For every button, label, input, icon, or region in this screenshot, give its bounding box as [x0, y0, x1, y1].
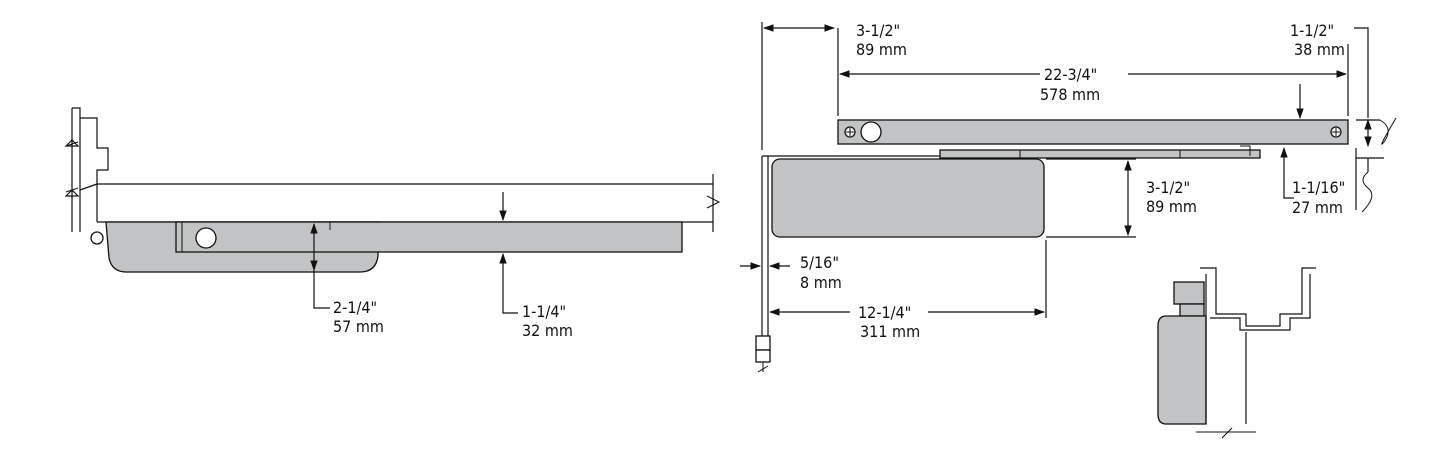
hinge-knuckle: [755, 335, 771, 351]
door-section: [1205, 316, 1247, 424]
door-edge: [761, 155, 942, 338]
dim-closer-depth-metric: 89 mm: [1146, 197, 1197, 216]
top-closer-body: [771, 158, 1045, 238]
dim-arm-offset-metric: 27 mm: [1292, 198, 1343, 217]
dim-arm-offset-leader: [1283, 190, 1294, 199]
dim-track-height-imperial: 1-1/4": [522, 302, 566, 321]
arm-detail: [1019, 145, 1251, 158]
bracket-stem: [1179, 303, 1205, 317]
hinge-base: [755, 349, 771, 363]
hinge-break: [757, 362, 769, 373]
frame-profile: [64, 107, 109, 232]
dim-track-height-metric: 32 mm: [522, 321, 573, 340]
dim-hinge-gap-imperial: 5/16": [800, 253, 839, 272]
dim-closer-depth-imperial: 3-1/2": [1146, 178, 1190, 197]
door-break-mark: [706, 195, 721, 209]
dim-closer-length-metric: 311 mm: [860, 322, 920, 341]
dim-track-length-metric: 578 mm: [1040, 85, 1100, 104]
arm-track: [175, 221, 683, 253]
track-screw-right-cross: [1332, 128, 1340, 136]
door-section-break: [1196, 427, 1256, 439]
dim-track-height-leader: [502, 282, 518, 314]
dim-right-offset-leader: [1354, 27, 1369, 118]
dim-left-offset-metric: 89 mm: [856, 40, 907, 59]
side-view: 2-1/4" 57 mm 1-1/4" 32 mm: [64, 107, 721, 340]
track-pivot: [860, 121, 882, 143]
dim-body-height-imperial: 2-1/4": [333, 298, 377, 317]
frame-stop: [1355, 119, 1384, 210]
dim-body-height-metric: 57 mm: [333, 317, 384, 336]
dim-track-length-imperial: 22-3/4": [1044, 65, 1097, 84]
mounting-bracket: [1173, 281, 1205, 305]
dim-right-offset-metric: 38 mm: [1294, 40, 1345, 59]
dim-right-offset-imperial: 1-1/2": [1290, 21, 1334, 40]
section-detail: [1157, 267, 1316, 439]
frame-channel: [1200, 267, 1316, 331]
dim-left-offset-imperial: 3-1/2": [856, 21, 900, 40]
top-track: [837, 119, 1349, 145]
closer-arm: [939, 149, 1261, 159]
track-screw-left-cross: [846, 128, 854, 136]
dim-closer-length-imperial: 12-1/4": [858, 303, 911, 322]
dim-arm-offset-imperial: 1-1/16": [1292, 178, 1345, 197]
hinge-pin: [90, 231, 104, 245]
track-fastener: [195, 227, 217, 249]
top-view: 3-1/2" 89 mm 22-3/4" 578 mm 1-1/2" 38 mm…: [740, 21, 1397, 373]
closer-section: [1157, 315, 1207, 425]
frame-break-mark: [65, 141, 79, 193]
dim-hinge-gap-metric: 8 mm: [800, 273, 842, 292]
dim-body-height-leader: [313, 270, 330, 309]
frame-break: [1361, 117, 1397, 213]
